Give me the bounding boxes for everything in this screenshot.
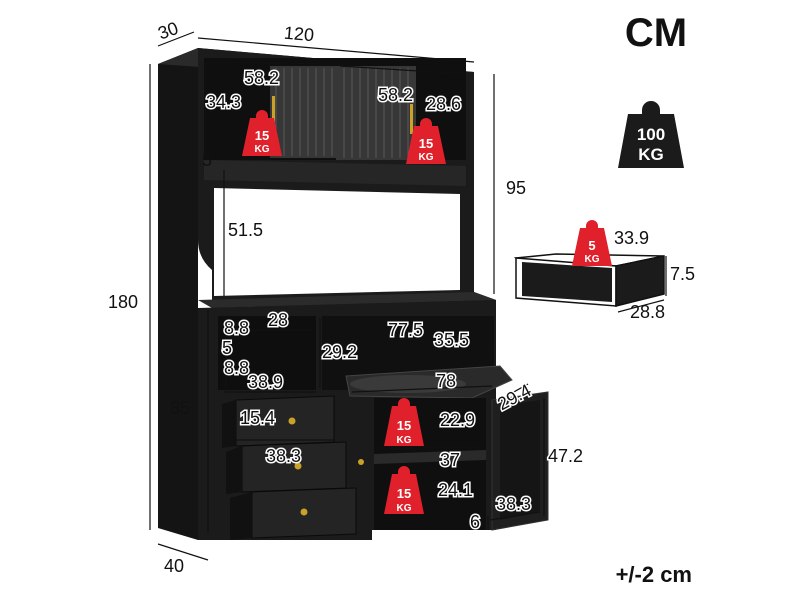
glass-door-right	[336, 66, 416, 160]
svg-text:15: 15	[397, 418, 411, 433]
label-left-shelf-2: 8.8	[224, 358, 249, 378]
label-drawer-detail-depth: 28.8	[630, 302, 665, 322]
dim-line-depth-top	[157, 31, 195, 47]
svg-text:15: 15	[419, 136, 433, 151]
label-drawer-height-top: 15.4	[240, 408, 275, 428]
weight-icon-upper-right: 15 KG	[406, 118, 446, 164]
countertop	[198, 292, 496, 308]
svg-text:KG: KG	[638, 145, 664, 164]
svg-text:KG: KG	[585, 254, 600, 265]
svg-text:KG: KG	[397, 503, 412, 514]
dim-line-width	[197, 37, 475, 63]
label-left-section-width: 38.9	[248, 372, 283, 392]
svg-text:15: 15	[255, 128, 269, 143]
drawer-detail: 33.9 7.5 28.8	[513, 228, 695, 322]
dim-line-depth-bottom	[157, 543, 209, 561]
label-left-shelf-1: 8.8	[224, 318, 249, 338]
tolerance-label: +/-2 cm	[616, 562, 692, 587]
label-counter-depth: 35.5	[434, 330, 469, 350]
label-door-width-left: 58.2	[244, 68, 279, 88]
door-handle	[272, 96, 275, 126]
upper-shelf	[204, 160, 466, 186]
label-door-width-right: 58.2	[378, 85, 413, 105]
label-cabinet-shelf-bottom: 24.1	[438, 480, 473, 500]
drawer-knob	[300, 508, 308, 516]
label-drawer-detail-width: 33.9	[614, 228, 649, 248]
open-hutch-area	[214, 188, 460, 296]
drawer-bottom	[251, 487, 357, 539]
weight-icon-upper-left: 15 KG	[242, 110, 282, 156]
svg-text:100: 100	[637, 125, 665, 144]
label-lower-width: 78	[436, 371, 456, 391]
cabinet-side-panel	[158, 48, 198, 540]
left-open-nook	[218, 316, 316, 390]
label-door-width: 38.3	[496, 494, 531, 514]
weight-icon-cabinet-bottom: 15 KG	[384, 466, 424, 514]
glass-door-left	[270, 66, 336, 158]
svg-text:KG: KG	[397, 435, 412, 446]
label-left-gap: 5	[222, 338, 232, 358]
label-cabinet-shelf-top: 22.9	[440, 410, 475, 430]
label-shelf-gap: 5	[202, 150, 212, 170]
label-height: 180	[108, 292, 138, 312]
svg-text:KG: KG	[255, 144, 270, 155]
drawer-side	[230, 492, 252, 540]
door-handle	[410, 104, 413, 134]
label-door-height: 34.3	[206, 92, 241, 112]
drawer-side	[226, 446, 242, 494]
label-top-height: 95	[506, 178, 526, 198]
label-base-height: 6	[470, 512, 480, 532]
label-counter-height: 29.2	[322, 342, 357, 362]
label-cabinet-width: 37	[440, 450, 460, 470]
label-drawer-detail-height: 7.5	[670, 264, 695, 284]
drawer-knob	[288, 417, 296, 425]
door-inner-panel	[500, 400, 540, 520]
drawer-knob	[294, 462, 302, 470]
weight-icon-total: 100 KG	[618, 101, 684, 168]
label-drawer-width: 38.3	[266, 446, 301, 466]
label-door-height: 47.2	[548, 446, 583, 466]
label-depth-top: 30	[155, 18, 181, 44]
label-shelf-depth: 28.6	[426, 94, 461, 114]
dimension-labels: 30 120 180 95 85 40 58.2 58.2 34.3 28.6 …	[108, 18, 585, 576]
label-width: 120	[283, 23, 315, 46]
svg-text:KG: KG	[419, 152, 434, 163]
cabinet	[158, 48, 549, 540]
label-depth-bottom: 40	[164, 556, 184, 576]
label-bottom-height: 85	[170, 398, 190, 418]
svg-text:5: 5	[588, 238, 595, 253]
door-knob	[358, 459, 364, 465]
label-counter-width: 77.5	[388, 320, 423, 340]
label-left-compartment-width: 28	[268, 310, 288, 330]
weight-icon-drawer: 5 KG	[572, 220, 612, 266]
cabinet-shelf	[374, 450, 486, 464]
unit-label: CM	[625, 11, 687, 55]
weight-icon-cabinet-top: 15 KG	[384, 398, 424, 446]
svg-text:15: 15	[397, 486, 411, 501]
label-open-height: 51.5	[228, 220, 263, 240]
dimension-lines	[149, 31, 545, 561]
drawer-side	[222, 400, 236, 448]
